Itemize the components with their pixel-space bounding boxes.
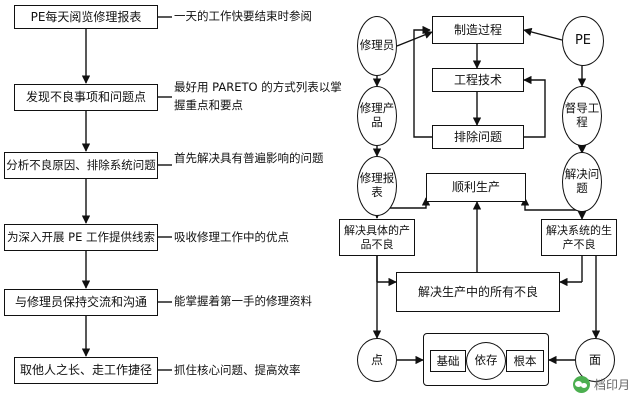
oval-repair-product: 修理产品 <box>357 86 397 146</box>
flow-step-6: 取他人之长、走工作捷径 <box>14 357 158 384</box>
box-solve-systemic: 解决系统的生产不良 <box>541 219 617 256</box>
box-foundation: 基础 <box>430 350 466 372</box>
flow-step-1: PE每天阅览修理报表 <box>14 5 158 29</box>
oval-supervise-engineering: 督导工程 <box>562 86 602 146</box>
box-solve-all-defects: 解决生产中的所有不良 <box>396 272 560 312</box>
watermark: 档印月 <box>572 376 630 393</box>
flow-step-5: 与修理员保持交流和沟通 <box>4 289 158 316</box>
oval-depend: 依存 <box>466 342 506 380</box>
flow-note-5: 能掌握着第一手的修理资料 <box>174 294 312 308</box>
box-root: 根本 <box>506 350 544 372</box>
oval-point: 点 <box>357 338 397 382</box>
flow-note-2: 最好用 PARETO 的方式列表以掌握重点和要点 <box>174 80 342 112</box>
box-troubleshoot: 排除问题 <box>432 125 524 149</box>
wechat-icon <box>572 376 590 393</box>
oval-pe: PE <box>562 16 604 66</box>
flow-note-4: 吸收修理工作中的优点 <box>174 230 289 244</box>
flow-step-3: 分析不良原因、排除系统问题 <box>4 152 158 179</box>
flow-step-2: 发现不良事项和问题点 <box>14 84 158 111</box>
box-manufacturing-process: 制造过程 <box>432 16 524 44</box>
watermark-text: 档印月 <box>593 378 630 392</box>
oval-repair-report: 修理报表 <box>357 156 397 216</box>
box-engineering-tech: 工程技术 <box>432 68 524 92</box>
flow-note-1: 一天的工作快要结束时参阅 <box>174 9 312 23</box>
oval-repairer: 修理员 <box>357 16 397 76</box>
oval-surface: 面 <box>575 338 615 382</box>
flow-step-4: 为深入开展 PE 工作提供线索 <box>4 224 158 251</box>
flow-note-3: 首先解决具有普遍影响的问题 <box>174 151 324 165</box>
flow-note-6: 抓住核心问题、提高效率 <box>174 363 301 377</box>
box-solve-specific: 解决具体的产品不良 <box>339 219 415 256</box>
box-smooth-production: 顺利生产 <box>426 173 526 202</box>
oval-solve-problem: 解决问题 <box>562 152 602 212</box>
